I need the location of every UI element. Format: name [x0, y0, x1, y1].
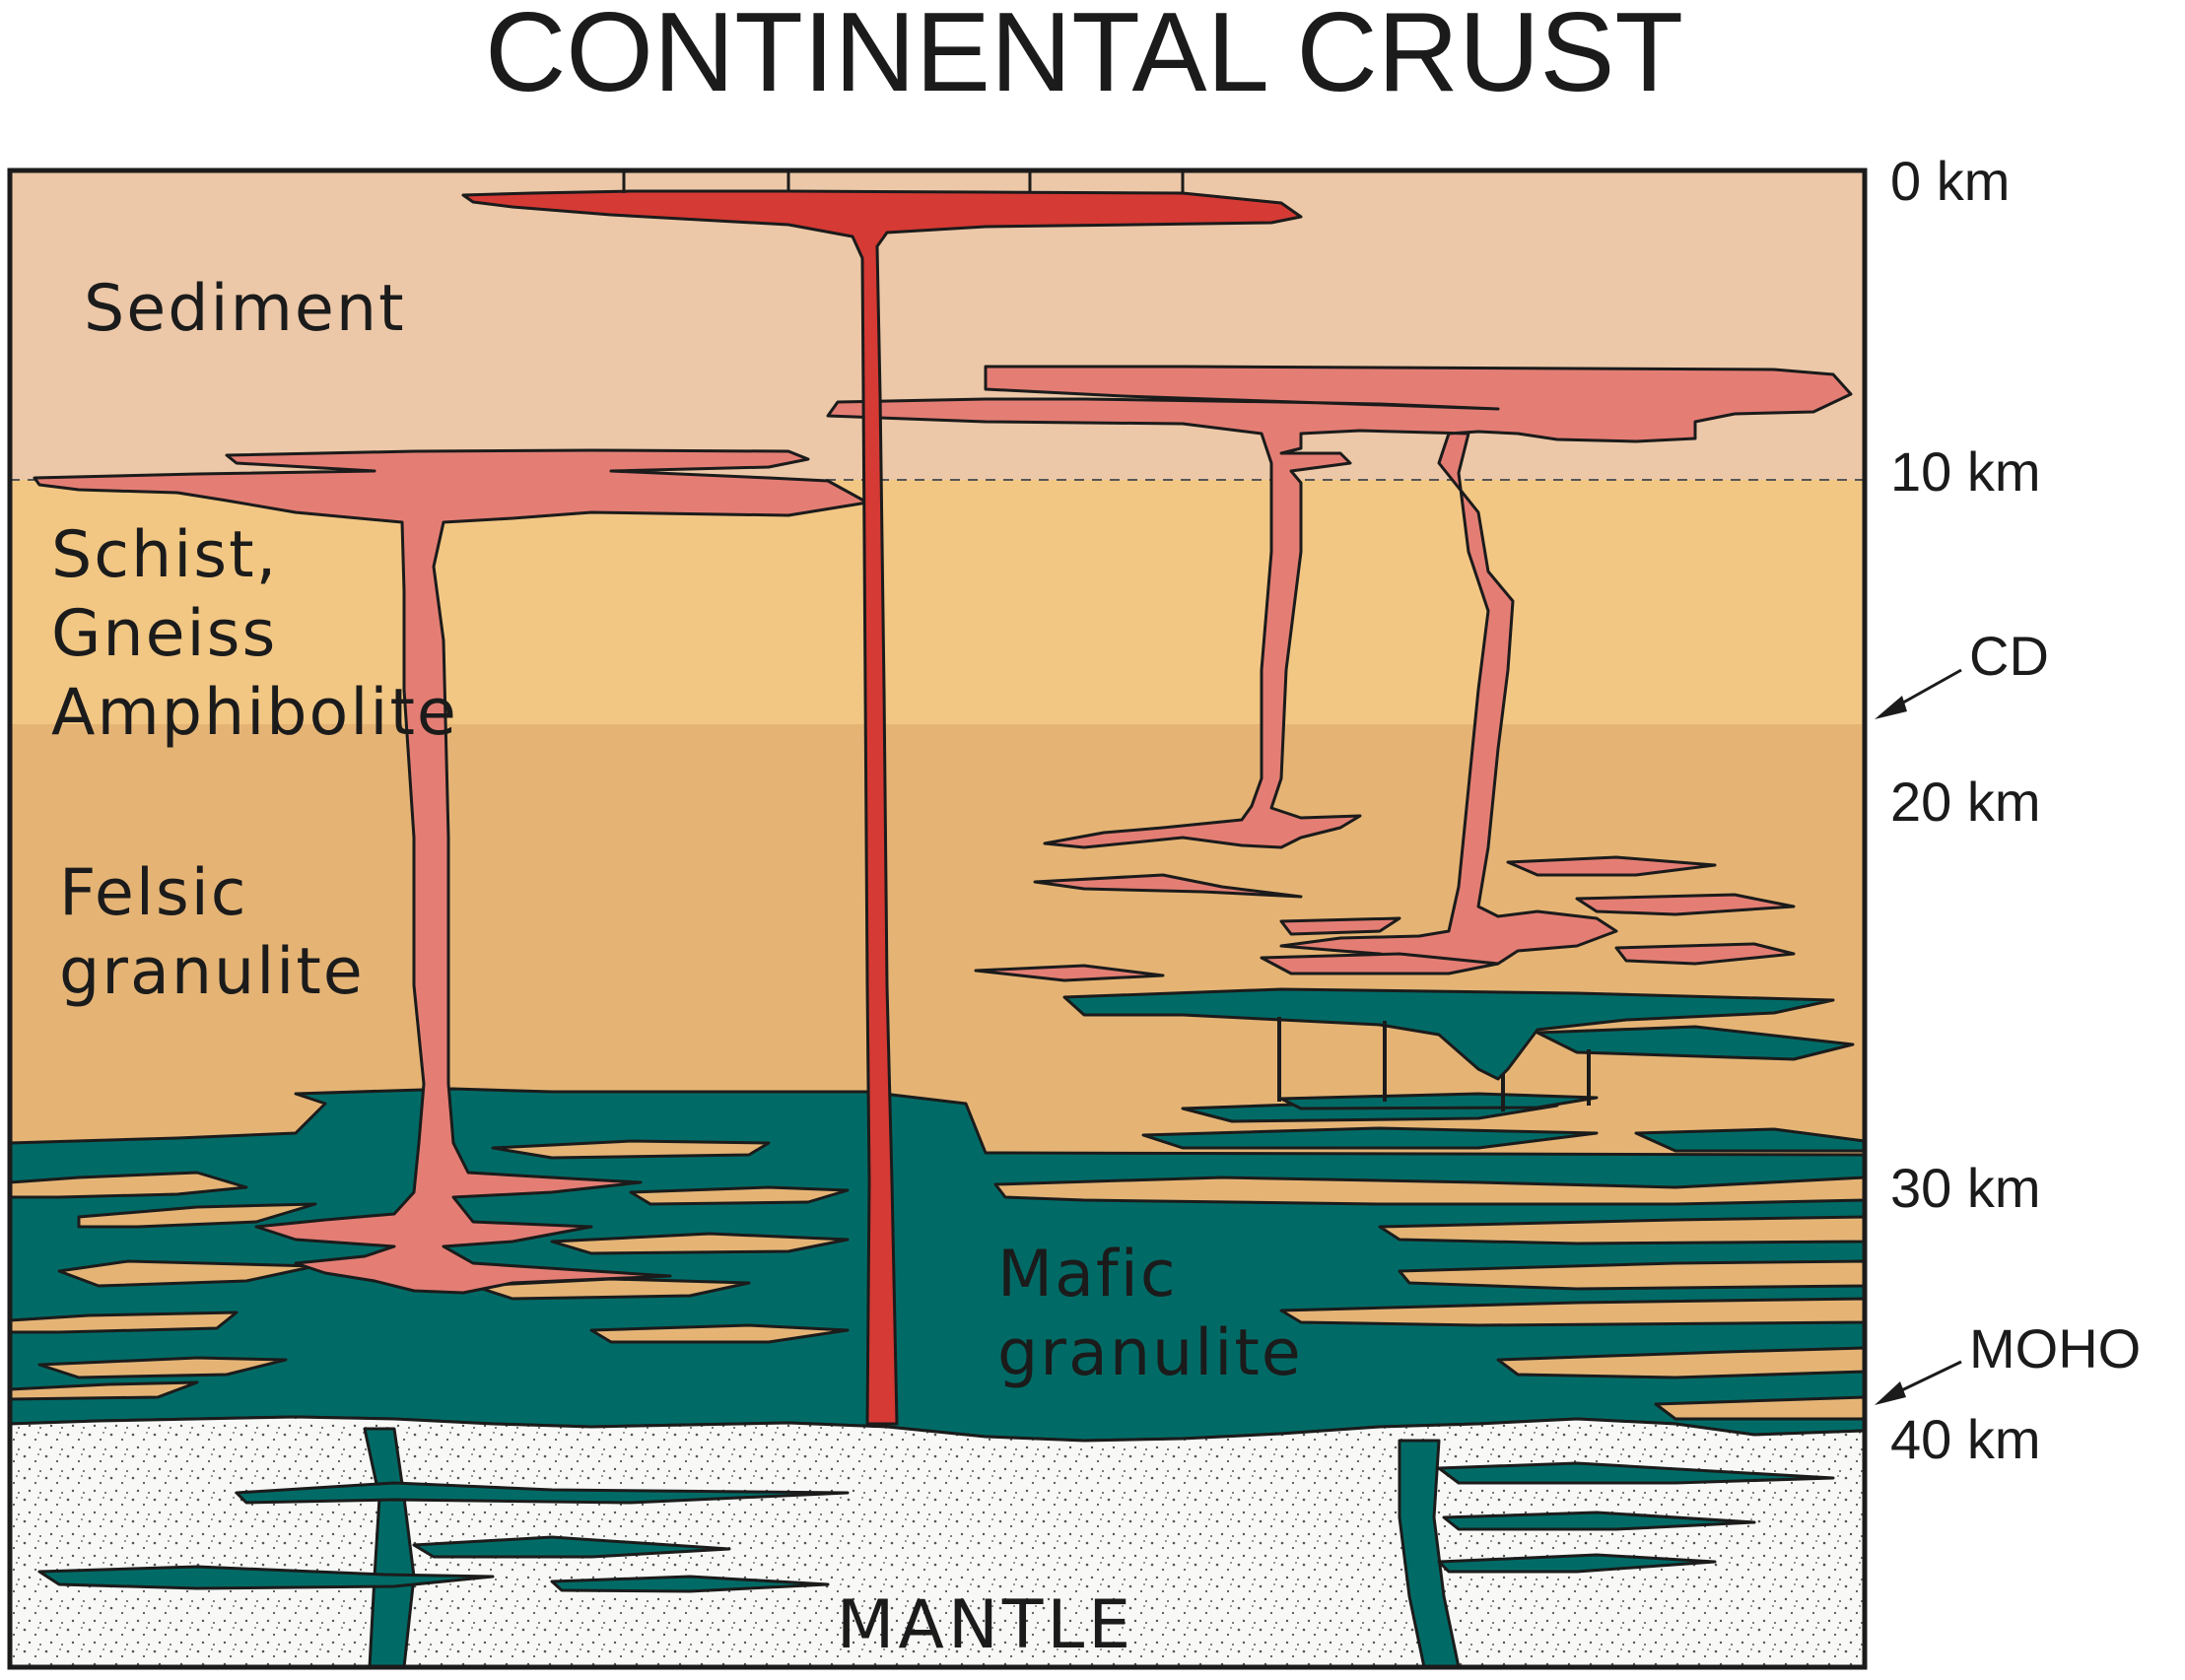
- moho-arrow-head: [1875, 1381, 1906, 1405]
- label-felsic-granulite: granulite: [59, 935, 365, 1009]
- label-felsic: Felsic: [59, 856, 248, 930]
- label-amphibolite: Amphibolite: [51, 676, 458, 750]
- felsic-lenses: [974, 855, 1796, 982]
- depth-scale: 0 km 10 km 20 km 30 km 40 km: [1890, 150, 2041, 1470]
- label-mafic: Mafic: [997, 1238, 1178, 1311]
- mafic-dikes: [1277, 1017, 1591, 1111]
- schist-gneiss-layer: [10, 480, 1865, 724]
- depth-label-0: 0 km: [1890, 150, 2010, 212]
- depth-label-40: 40 km: [1890, 1408, 2041, 1470]
- mafic-interfingering: [10, 1139, 1865, 1421]
- moho-callout: MOHO: [1875, 1317, 2141, 1405]
- depth-label-20: 20 km: [1890, 771, 2041, 833]
- depth-label-30: 30 km: [1890, 1157, 2041, 1219]
- label-schist: Schist,: [51, 518, 278, 592]
- depth-label-10: 10 km: [1890, 440, 2041, 503]
- felsic-intrusion-left: [33, 448, 869, 1295]
- cd-label: CD: [1969, 625, 2049, 687]
- felsic-intrusion-right: [826, 365, 1853, 970]
- label-mantle: MANTLE: [837, 1586, 1134, 1664]
- label-sediment: Sediment: [84, 272, 406, 346]
- label-gneiss: Gneiss: [51, 597, 277, 671]
- moho-label: MOHO: [1969, 1317, 2141, 1379]
- mafic-sills-right: [1062, 987, 1865, 1153]
- surface-vents: [622, 170, 1185, 193]
- diagram-frame: [7, 168, 1868, 1670]
- cd-callout: CD: [1875, 625, 2049, 719]
- diagram-title: CONTINENTAL CRUST: [485, 0, 1683, 115]
- mantle-mafic-roots: [37, 1427, 1835, 1667]
- cd-arrow-head: [1875, 696, 1907, 719]
- label-mafic-granulite: granulite: [997, 1316, 1303, 1390]
